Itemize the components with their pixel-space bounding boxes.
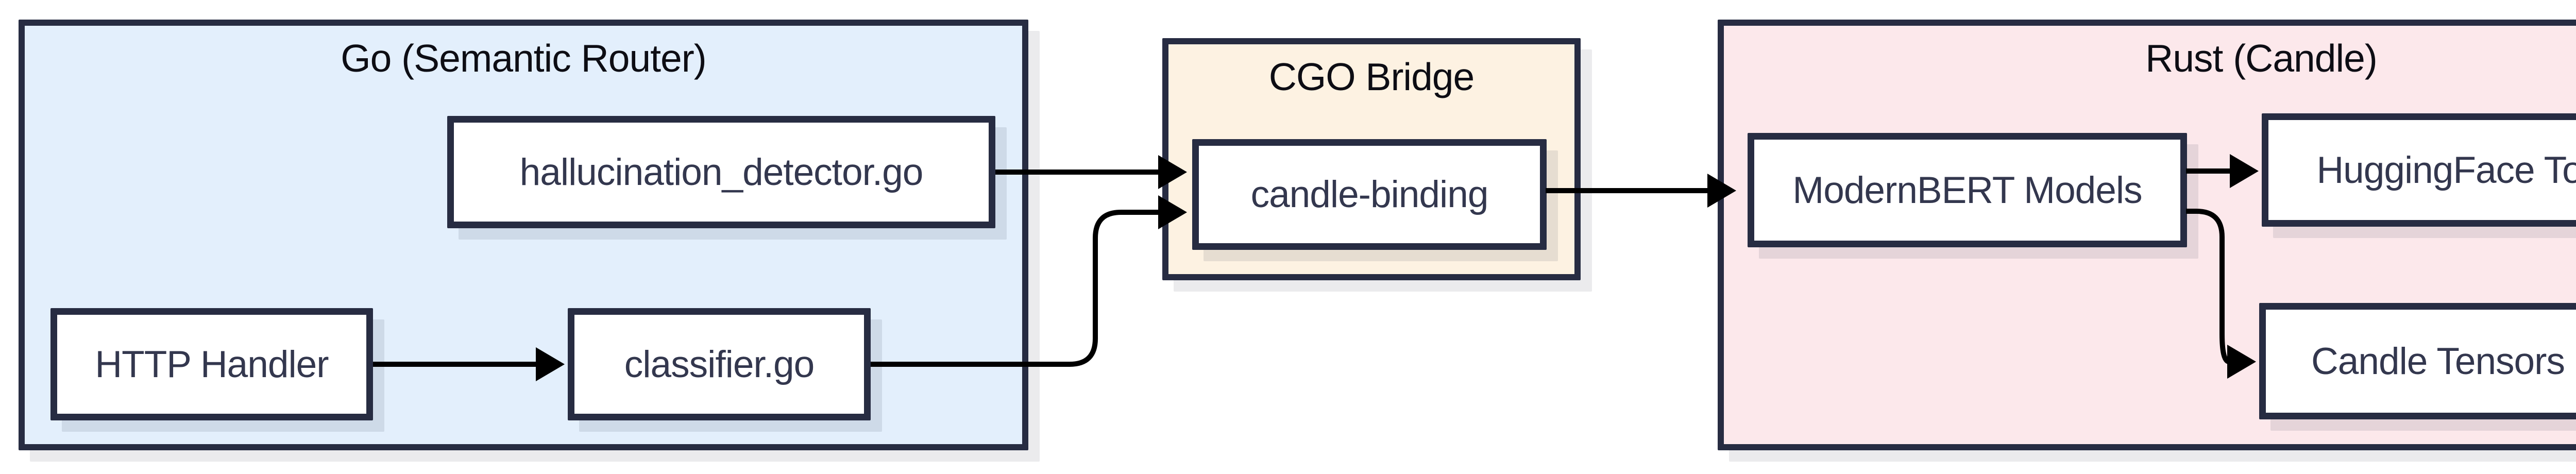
node-http-handler: HTTP Handler — [50, 308, 373, 420]
node-candle-binding: candle-binding — [1192, 139, 1547, 250]
container-title-cgo: CGO Bridge — [1268, 55, 1475, 98]
node-modernbert-models: ModernBERT Models — [1748, 133, 2187, 247]
node-classifier-go: classifier.go — [568, 308, 871, 420]
node-label-hallucination-detector-go: hallucination_detector.go — [519, 151, 924, 193]
node-hallucination-detector-go: hallucination_detector.go — [447, 116, 995, 228]
node-label-classifier-go: classifier.go — [624, 343, 815, 385]
node-label-huggingface-tokenizers: HuggingFace Tokenizers — [2316, 149, 2576, 191]
node-candle-tensors: Candle Tensors — [2259, 303, 2576, 419]
node-label-candle-tensors: Candle Tensors — [2311, 340, 2565, 382]
container-title-rust: Rust (Candle) — [2145, 37, 2378, 80]
node-label-modernbert-models: ModernBERT Models — [1792, 169, 2142, 211]
node-label-candle-binding: candle-binding — [1250, 174, 1489, 215]
node-label-http-handler: HTTP Handler — [95, 343, 329, 385]
node-huggingface-tokenizers: HuggingFace Tokenizers — [2262, 113, 2576, 227]
container-title-go: Go (Semantic Router) — [341, 37, 706, 80]
